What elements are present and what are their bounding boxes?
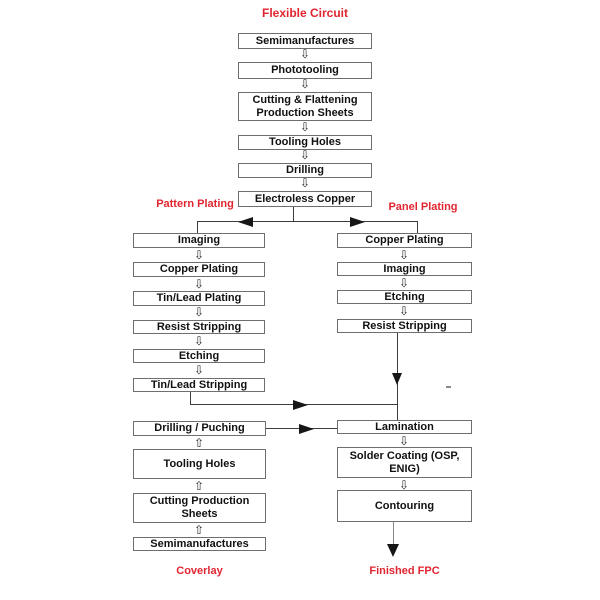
- arrowhead-left-icon: [238, 217, 253, 227]
- down-arrow-icon: ⇩: [398, 276, 410, 290]
- flow-node-copper-plating-left: Copper Plating: [133, 262, 265, 277]
- down-arrow-icon: ⇩: [299, 47, 311, 61]
- flow-node-contouring: Contouring: [337, 490, 472, 522]
- connector-line: [197, 221, 198, 233]
- flow-node-imaging-right: Imaging: [337, 262, 472, 276]
- flow-node-copper-plating-right: Copper Plating: [337, 233, 472, 248]
- up-arrow-icon: ⇧: [193, 523, 205, 537]
- up-arrow-icon: ⇧: [193, 436, 205, 450]
- connector-line: [197, 221, 418, 222]
- flow-node-phototooling: Phototooling: [238, 62, 372, 79]
- branch-label-finished-fpc: Finished FPC: [369, 565, 440, 577]
- branch-label-pattern-plating: Pattern Plating: [156, 198, 234, 210]
- flow-node-cutting-production-sheets: Cutting Production Sheets: [133, 493, 266, 523]
- down-arrow-icon: ⇩: [299, 148, 311, 162]
- connector-line: [190, 392, 191, 404]
- connector-line: [393, 522, 394, 546]
- branch-label-panel-plating: Panel Plating: [388, 201, 458, 213]
- flow-node-resist-stripping-right: Resist Stripping: [337, 319, 472, 333]
- down-arrow-icon: ⇩: [193, 277, 205, 291]
- branch-label-coverlay: Coverlay: [176, 565, 223, 577]
- connector-line: [293, 207, 294, 221]
- flow-node-drilling: Drilling: [238, 163, 372, 178]
- arrowhead-right-icon: [293, 400, 308, 410]
- down-arrow-icon: ⇩: [193, 305, 205, 319]
- stray-mark: [446, 386, 451, 388]
- flow-node-lamination: Lamination: [337, 420, 472, 434]
- arrowhead-right-icon: [299, 424, 314, 434]
- page-title: Flexible Circuit: [261, 6, 349, 20]
- down-arrow-icon: ⇩: [398, 248, 410, 262]
- down-arrow-icon: ⇩: [398, 304, 410, 318]
- down-arrow-icon: ⇩: [299, 120, 311, 134]
- flow-node-electroless-copper: Electroless Copper: [238, 191, 372, 207]
- flow-node-etching-left: Etching: [133, 349, 265, 363]
- flow-node-imaging-left: Imaging: [133, 233, 265, 248]
- down-arrow-icon: ⇩: [193, 248, 205, 262]
- down-arrow-icon: ⇩: [193, 334, 205, 348]
- flow-node-tooling-holes-coverlay: Tooling Holes: [133, 449, 266, 479]
- flow-node-tin-lead-plating: Tin/Lead Plating: [133, 291, 265, 306]
- flow-node-cutting-flattening: Cutting & Flattening Production Sheets: [238, 92, 372, 121]
- down-arrow-icon: ⇩: [398, 434, 410, 448]
- down-arrow-icon: ⇩: [193, 363, 205, 377]
- flow-node-tin-lead-stripping: Tin/Lead Stripping: [133, 378, 265, 392]
- connector-line: [417, 221, 418, 233]
- arrowhead-down-icon: [387, 544, 399, 557]
- down-arrow-icon: ⇩: [299, 176, 311, 190]
- arrowhead-right-icon: [350, 217, 365, 227]
- flow-node-semimanufactures: Semimanufactures: [238, 33, 372, 49]
- down-arrow-icon: ⇩: [299, 77, 311, 91]
- flow-node-resist-stripping-left: Resist Stripping: [133, 320, 265, 334]
- arrowhead-down-icon: [392, 373, 402, 385]
- flow-node-drilling-puching: Drilling / Puching: [133, 421, 266, 436]
- up-arrow-icon: ⇧: [193, 479, 205, 493]
- flow-node-solder-coating: Solder Coating (OSP, ENIG): [337, 447, 472, 478]
- flow-node-etching-right: Etching: [337, 290, 472, 304]
- down-arrow-icon: ⇩: [398, 478, 410, 492]
- flow-node-semimanufactures-coverlay: Semimanufactures: [133, 537, 266, 551]
- flow-node-tooling-holes: Tooling Holes: [238, 135, 372, 150]
